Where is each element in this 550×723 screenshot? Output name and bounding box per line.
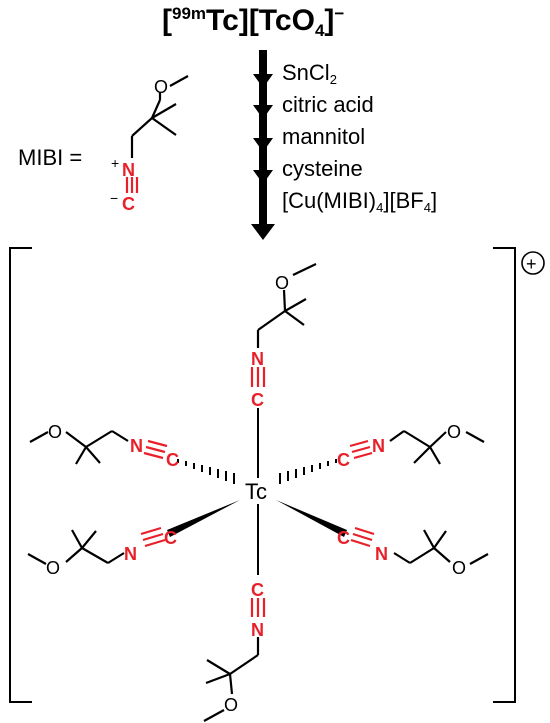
mibi-structure (125, 75, 189, 193)
reagent-cysteine: cysteine (282, 156, 363, 182)
isotope-superscript: 99m (172, 4, 207, 23)
formula-mid: ][TcO (238, 4, 315, 37)
mibi-minus: − (110, 190, 118, 206)
carbon-atom: C (251, 390, 264, 410)
nitrogen-atom: N (124, 544, 137, 564)
ligand-label: MIBI = (18, 145, 82, 171)
equals-sign: = (69, 145, 83, 170)
hashed-bond-upper-right (279, 459, 337, 484)
oxygen-atom: O (48, 422, 62, 442)
element-symbol: Tc (206, 4, 239, 37)
mibi-nitrogen: N (122, 160, 135, 180)
ligand-lower-right: C N O (337, 526, 489, 578)
reagent-main: [Cu(MIBI) (282, 188, 377, 213)
nitrogen-atom: N (251, 349, 264, 369)
reaction-arrow (251, 50, 275, 240)
nitrogen-atom: N (130, 436, 143, 456)
carbon-atom: C (164, 528, 177, 548)
mibi-oxygen: O (154, 77, 168, 97)
reagent-sub: 4 (376, 200, 384, 215)
charge-superscript: − (334, 4, 345, 23)
ligand-axial-bottom: C N O (203, 504, 266, 722)
oxygen-atom: O (452, 558, 466, 578)
nitrogen-atom: N (251, 620, 264, 640)
reagent-sub: 2 (329, 72, 337, 87)
reagent-main: SnCl (282, 60, 330, 85)
wedge-bond-lower-left (167, 500, 240, 537)
reagent-main: citric acid (282, 92, 374, 117)
complex-charge: + (521, 251, 545, 275)
mibi-plus: + (111, 155, 119, 171)
carbon-atom: C (337, 528, 350, 548)
wedge-bond-lower-right (276, 500, 347, 537)
reagent-mannitol: mannitol (282, 124, 365, 150)
nitrogen-atom: N (375, 544, 388, 564)
charge-plus: + (526, 254, 537, 274)
mibi-atoms: O N C + − (110, 77, 168, 214)
ligand-upper-left: N C O (29, 422, 179, 470)
ligand-upper-right: C N O (337, 422, 485, 470)
nitrogen-atom: N (372, 436, 385, 456)
left-bracket (9, 247, 32, 703)
reagent-tail: ][BF (383, 188, 424, 213)
precursor-formula: [99mTc][TcO4]− (162, 4, 344, 41)
mibi-carbon: C (122, 194, 135, 214)
ligand-axial-top: N C O (250, 263, 317, 478)
reagent-sncl2: SnCl2 (282, 60, 337, 87)
right-bracket (493, 247, 516, 703)
reagent-citric-acid: citric acid (282, 92, 374, 118)
reagent-tail-2: ] (430, 188, 438, 213)
carbon-atom: C (251, 580, 264, 600)
close-bracket: ] (324, 4, 335, 37)
oxygen-atom: O (447, 422, 461, 442)
formula-subscript: 4 (314, 21, 325, 40)
ligand-name: MIBI (18, 145, 64, 170)
reagent-sub-2: 4 (423, 200, 431, 215)
oxygen-atom: O (224, 695, 238, 715)
reagent-cu-mibi: [Cu(MIBI)4][BF4] (282, 188, 437, 215)
hashed-bond-upper-left (177, 459, 235, 484)
reagent-main: cysteine (282, 156, 363, 181)
reagent-main: mannitol (282, 124, 366, 149)
carbon-atom: C (337, 450, 350, 470)
open-bracket: [ (162, 4, 172, 37)
carbon-atom: C (166, 450, 179, 470)
metal-center: Tc (245, 479, 267, 504)
oxygen-atom: O (275, 273, 289, 293)
complex-brackets (9, 247, 516, 703)
oxygen-atom: O (46, 558, 60, 578)
ligand-lower-left: C N O (27, 526, 177, 578)
